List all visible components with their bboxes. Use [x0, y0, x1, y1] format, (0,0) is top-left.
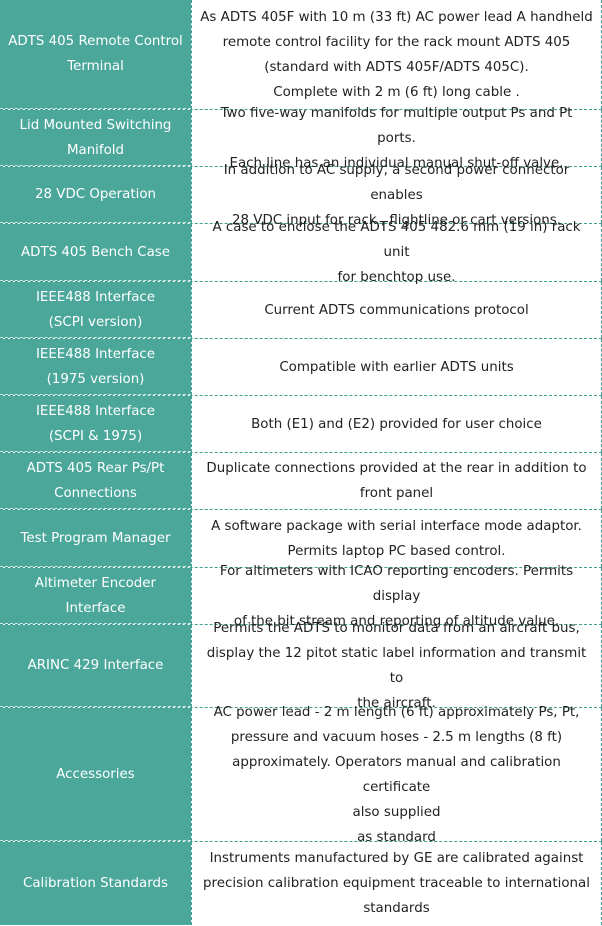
row-label: ADTS 405 Rear Ps/Pt Connections — [0, 453, 191, 509]
table-row: ADTS 405 Remote Control Terminal As ADTS… — [0, 0, 602, 110]
table-row: ADTS 405 Bench Case A case to enclose th… — [0, 220, 602, 285]
row-label: ARINC 429 Interface — [0, 625, 191, 707]
row-description: Instruments manufactured by GE are calib… — [191, 842, 602, 925]
row-label: Altimeter Encoder Interface — [0, 568, 191, 624]
table-row: Calibration Standards Instruments manufa… — [0, 842, 602, 925]
row-description: Both (E1) and (E2) provided for user cho… — [191, 396, 602, 452]
row-label: Accessories — [0, 708, 191, 841]
table-row: IEEE488 Interface (1975 version) Compati… — [0, 339, 602, 396]
table-row: ARINC 429 Interface Permits the ADTS to … — [0, 621, 602, 711]
row-description: AC power lead - 2 m length (6 ft) approx… — [191, 705, 602, 845]
row-label: IEEE488 Interface (1975 version) — [0, 339, 191, 395]
table-row: IEEE488 Interface (SCPI version) Current… — [0, 282, 602, 339]
row-label: Test Program Manager — [0, 510, 191, 567]
table-row: Accessories AC power lead - 2 m length (… — [0, 705, 602, 845]
row-description: Compatible with earlier ADTS units — [191, 339, 602, 395]
table-row: Lid Mounted Switching Manifold Two five-… — [0, 106, 602, 171]
table-row: ADTS 405 Rear Ps/Pt Connections Duplicat… — [0, 453, 602, 510]
row-description: Permits the ADTS to monitor data from an… — [191, 621, 602, 711]
row-label: ADTS 405 Bench Case — [0, 224, 191, 281]
table-row: IEEE488 Interface (SCPI & 1975) Both (E1… — [0, 396, 602, 453]
row-label: Calibration Standards — [0, 842, 191, 925]
row-description: A case to enclose the ADTS 405 482.6 mm … — [191, 220, 602, 285]
row-label: Lid Mounted Switching Manifold — [0, 110, 191, 166]
row-label: ADTS 405 Remote Control Terminal — [0, 0, 191, 109]
row-label: 28 VDC Operation — [0, 167, 191, 223]
row-description: Current ADTS communications protocol — [191, 282, 602, 338]
table-row: 28 VDC Operation In addition to AC suppl… — [0, 163, 602, 228]
row-label: IEEE488 Interface (SCPI & 1975) — [0, 396, 191, 452]
row-label: IEEE488 Interface (SCPI version) — [0, 282, 191, 338]
table-row: Test Program Manager A software package … — [0, 510, 602, 568]
row-description: Duplicate connections provided at the re… — [191, 453, 602, 509]
row-description: As ADTS 405F with 10 m (33 ft) AC power … — [191, 0, 602, 109]
row-description: A software package with serial interface… — [191, 510, 602, 567]
